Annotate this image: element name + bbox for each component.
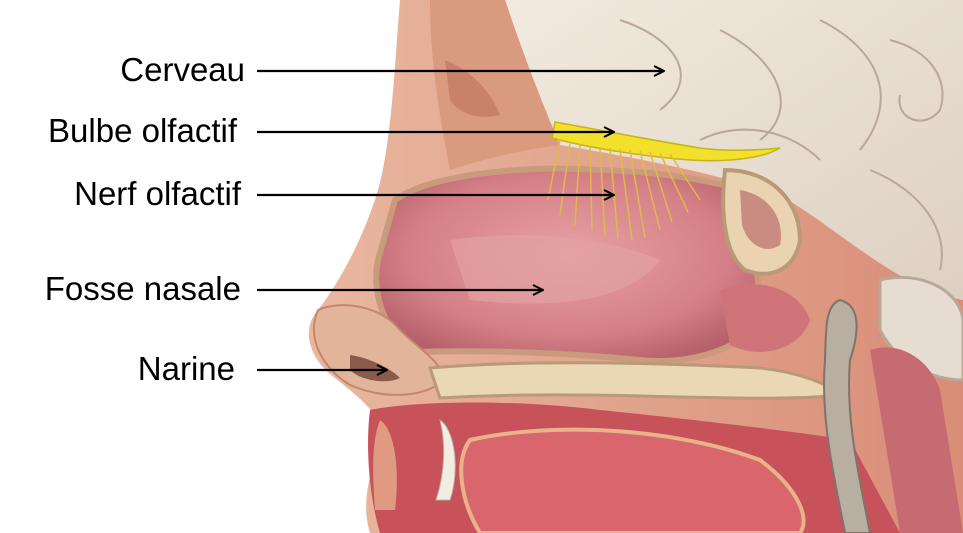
label-cerveau: Cerveau — [120, 53, 245, 86]
label-narine: Narine — [138, 352, 235, 385]
label-nerf-olfactif: Nerf olfactif — [74, 177, 241, 210]
label-fosse-nasale: Fosse nasale — [45, 272, 241, 305]
label-bulbe-olfactif: Bulbe olfactif — [48, 114, 237, 147]
